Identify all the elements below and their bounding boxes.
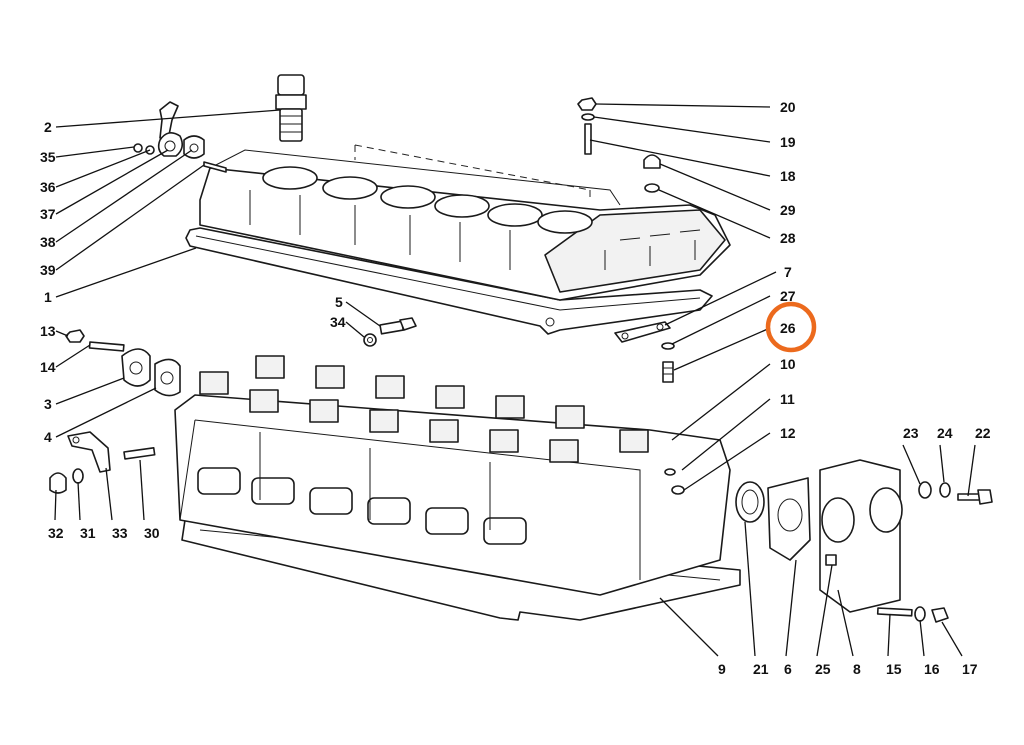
callout-8: 8 [853,661,861,677]
leader-lines [54,103,976,657]
callout-34: 34 [330,314,346,330]
callout-17: 17 [962,661,978,677]
highlight-ring [765,301,817,353]
callout-33: 33 [112,525,128,541]
cylinder-head [174,355,731,596]
cam-towers [199,355,649,463]
callout-3: 3 [44,396,52,412]
callout-6: 6 [784,661,792,677]
callout-18: 18 [780,168,796,184]
bolt-5-washer-34 [363,317,417,347]
callout-39: 39 [40,262,56,278]
callout-4: 4 [44,429,52,445]
callout-28: 28 [780,230,796,246]
cam-cover [199,144,731,301]
callout-1: 1 [44,289,52,305]
cover-fasteners [577,97,675,383]
callout-7: 7 [784,264,792,280]
callout-11: 11 [780,391,795,407]
callout-36: 36 [40,179,56,195]
callout-5: 5 [335,294,343,310]
callout-23: 23 [903,425,919,441]
callout-32: 32 [48,525,64,541]
callout-22: 22 [975,425,991,441]
callout-27: 27 [780,288,796,304]
callout-37: 37 [40,206,56,222]
callout-30: 30 [144,525,160,541]
callout-9: 9 [718,661,726,677]
callout-10: 10 [780,356,796,372]
callout-24: 24 [937,425,953,441]
callout-19: 19 [780,134,796,150]
callout-20: 20 [780,99,796,115]
callout-13: 13 [40,323,56,339]
callout-15: 15 [886,661,902,677]
callout-25: 25 [815,661,831,677]
callout-16: 16 [924,661,940,677]
callout-26: 26 [780,320,796,336]
callout-35: 35 [40,149,56,165]
callout-29: 29 [780,202,796,218]
callout-31: 31 [80,525,96,541]
callout-21: 21 [753,661,769,677]
callout-12: 12 [780,425,796,441]
hose-fitting [275,74,307,142]
callout-2: 2 [44,119,52,135]
left-fasteners [49,329,181,494]
callout-38: 38 [40,234,56,250]
callout-14: 14 [40,359,56,375]
right-side-parts [664,459,993,623]
